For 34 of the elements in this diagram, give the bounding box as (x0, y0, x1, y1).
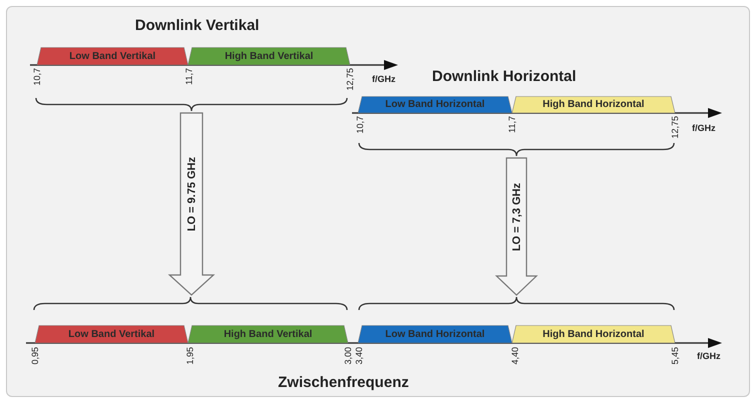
tick-label: 3,40 (354, 347, 364, 365)
curly-brace (358, 142, 675, 157)
edge-label: LO = 7,3 GHz (510, 182, 522, 252)
tick-label: 1,95 (185, 347, 195, 365)
block-arrow (495, 157, 538, 296)
heading: Zwischenfrequenz (278, 374, 409, 391)
tick-label: 11,7 (507, 116, 517, 133)
frequency-band: High Band Vertikal (188, 325, 348, 343)
heading: Downlink Horizontal (432, 68, 576, 85)
tick-label: 0,95 (30, 347, 40, 365)
axis-unit-label: f/GHz (692, 123, 716, 133)
frequency-band: High Band Horizontal (512, 325, 675, 343)
block-arrow (168, 112, 216, 296)
axis-unit-label: f/GHz (372, 74, 396, 84)
tick-label: 12,75 (345, 68, 355, 91)
tick-label: 5,45 (670, 347, 680, 365)
tick-label: 11,7 (184, 68, 194, 85)
frequency-band: High Band Vertikal (188, 47, 350, 65)
edge-label: LO = 9.75 GHz (186, 156, 198, 232)
frequency-band: Low Band Horizontal (358, 96, 512, 113)
curly-brace (358, 296, 675, 311)
heading: Downlink Vertikal (135, 17, 260, 34)
tick-label: 3,00 (343, 347, 353, 365)
tick-label: 4,40 (510, 347, 520, 365)
tick-label: 10,7 (32, 68, 42, 86)
frequency-band: Low Band Vertikal (37, 47, 188, 65)
tick-label: 10,7 (355, 116, 365, 134)
curly-brace (35, 97, 348, 112)
frequency-band: Low Band Horizontal (358, 325, 512, 343)
frequency-band: High Band Horizontal (512, 96, 675, 113)
curly-brace (33, 296, 348, 311)
axis-unit-label: f/GHz (697, 351, 720, 361)
frequency-band: Low Band Vertikal (35, 325, 188, 343)
tick-label: 12,75 (670, 116, 680, 139)
